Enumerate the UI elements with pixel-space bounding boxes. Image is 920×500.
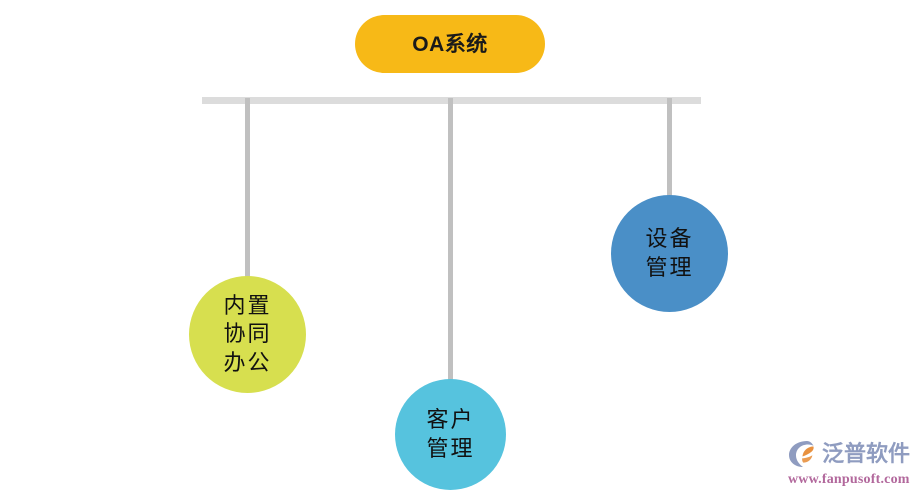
watermark: 泛普软件 www.fanpusoft.com <box>787 437 913 493</box>
node-internal-office-line-2: 协同 <box>223 321 272 347</box>
connector-line-customer-mgmt <box>448 98 453 382</box>
node-customer-mgmt-line-1: 客户 <box>426 407 475 433</box>
node-equipment-mgmt[interactable]: 设备 管理 <box>611 195 728 312</box>
node-equipment-mgmt-line-1: 设备 <box>645 226 694 252</box>
watermark-brand-row: 泛普软件 <box>787 437 910 471</box>
connector-line-equipment-mgmt <box>667 98 672 198</box>
root-node-oa-system[interactable]: OA系统 <box>355 15 545 73</box>
node-internal-office-line-1: 内置 <box>223 293 272 319</box>
node-equipment-mgmt-line-2: 管理 <box>645 254 694 280</box>
fanpu-logo-icon <box>787 439 819 469</box>
node-customer-mgmt-line-2: 管理 <box>426 435 475 461</box>
root-node-label: OA系统 <box>412 32 488 56</box>
watermark-url-text: www.fanpusoft.com <box>788 472 910 487</box>
connector-line-internal-office <box>245 98 250 280</box>
node-customer-mgmt[interactable]: 客户 管理 <box>395 379 506 490</box>
watermark-brand-text: 泛普软件 <box>822 441 911 466</box>
node-internal-office[interactable]: 内置 协同 办公 <box>189 276 306 393</box>
node-internal-office-line-3: 办公 <box>223 349 272 375</box>
